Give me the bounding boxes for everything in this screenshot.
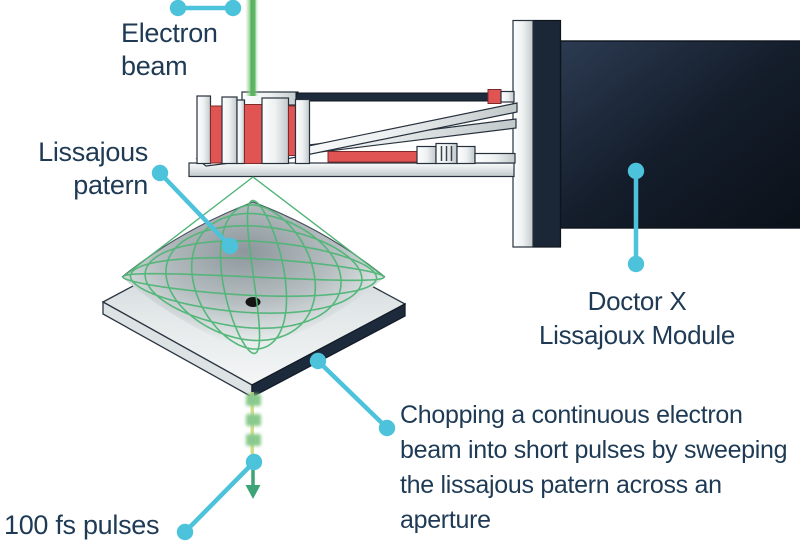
assembly-base-plate xyxy=(188,162,515,178)
aperture-hole xyxy=(245,297,261,307)
actuator-ridges xyxy=(440,146,453,161)
module-flange xyxy=(512,19,534,248)
pulse-arrow-head xyxy=(245,485,261,499)
actuator-block xyxy=(456,145,476,165)
beam-core xyxy=(250,0,256,96)
callouts xyxy=(151,0,645,541)
sweep-cone-lines xyxy=(123,176,384,277)
chopping-callout-line xyxy=(315,358,390,431)
callout-dot xyxy=(169,0,187,17)
callout-dot xyxy=(224,0,242,17)
piezo-pillar xyxy=(221,96,238,165)
caption-text: Chopping a continuous electron beam into… xyxy=(400,401,788,534)
pulses-label: 100 fs pulses xyxy=(4,510,160,540)
electron-beam-label: Electron beam xyxy=(121,18,218,81)
module-flange-dark xyxy=(532,19,562,248)
actuator-block xyxy=(416,145,437,165)
piezo-pillar xyxy=(261,97,290,165)
piezo-pillar xyxy=(294,98,311,165)
rod-end-red-block xyxy=(487,89,502,104)
red-bar xyxy=(327,151,419,163)
callout-dot xyxy=(309,352,327,370)
electron-beam-graphic xyxy=(245,0,259,96)
module-label: Doctor X Lissajoux Module xyxy=(538,286,736,350)
piezo-pillar xyxy=(236,99,246,165)
drive-rod xyxy=(295,92,490,102)
pulse-dash xyxy=(246,434,261,446)
callout-dot xyxy=(151,164,169,182)
aperture-plate xyxy=(101,201,407,399)
piezo-pillar xyxy=(196,95,212,165)
piezo-red-block xyxy=(288,105,296,156)
module-cylinder xyxy=(559,40,800,229)
rod-end-cap xyxy=(500,90,515,103)
callout-dot xyxy=(221,237,239,255)
callout-dot xyxy=(245,453,263,471)
pulse-dash xyxy=(246,394,261,406)
piezo-red-block xyxy=(210,105,223,164)
callout-dot xyxy=(378,419,396,437)
pulse-dash xyxy=(246,414,261,426)
callout-dot xyxy=(176,523,194,541)
actuator-thin-bar xyxy=(474,152,516,164)
lissajous-pattern-label: Lissajous patern xyxy=(38,137,148,200)
pulse-train-graphic xyxy=(245,392,261,499)
callout-dot xyxy=(627,162,645,180)
pulses-callout-line xyxy=(182,459,257,535)
lissajous-mesh xyxy=(122,199,385,355)
lissajous-callout-line xyxy=(157,170,233,249)
callout-dot xyxy=(627,255,645,273)
lissajoux-module-body xyxy=(512,19,800,248)
piezo-red-block xyxy=(244,104,263,164)
deflector-assembly xyxy=(188,89,518,178)
